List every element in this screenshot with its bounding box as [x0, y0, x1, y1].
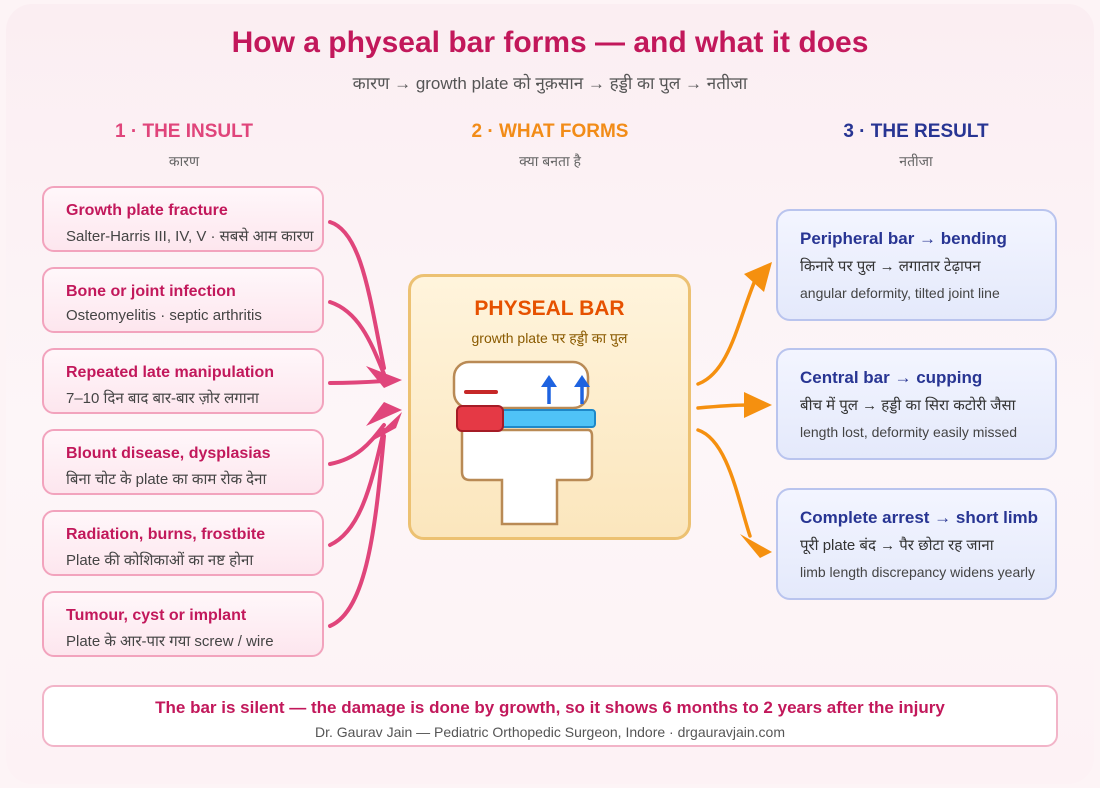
- insult-description: Osteomyelitis · septic arthritis: [66, 307, 262, 324]
- result-hindi-line: किनारे पर पुल → लगातार टेढ़ापन: [800, 258, 981, 275]
- footer-credit: Dr. Gaurav Jain — Pediatric Orthopedic S…: [314, 724, 785, 740]
- result-arrow-2: [696, 403, 750, 410]
- result-arrowhead: [740, 534, 772, 558]
- growth-plate-illustration: [452, 360, 596, 526]
- insult-description: Plate की कोशिकाओं का नष्ट होना: [66, 552, 254, 569]
- footer-note: The bar is silent — the damage is done b…: [42, 685, 1058, 747]
- result-arrowheads: [740, 262, 772, 558]
- insult-description: Salter-Harris III, IV, V · सबसे आम कारण: [66, 228, 314, 245]
- result-english-line: length lost, deformity easily missed: [800, 424, 1018, 440]
- insult-card-blount: Blount disease, dysplasias बिना चोट के p…: [42, 429, 324, 495]
- column-heading: 3 · THE RESULT: [843, 121, 989, 142]
- insult-card-manipulation: Repeated late manipulation 7–10 दिन बाद …: [42, 348, 324, 414]
- physeal-bar-card: PHYSEAL BAR growth plate पर हड्डी का पुल: [408, 274, 691, 540]
- result-title: Peripheral bar → bending: [800, 229, 1007, 248]
- insult-arrow-1: [328, 220, 386, 370]
- result-arrowhead: [744, 262, 772, 292]
- insult-arrow-6: [328, 434, 386, 628]
- footer-key-message: The bar is silent — the damage is done b…: [155, 698, 945, 717]
- metaphysis-shape: [460, 428, 594, 526]
- result-arrow-1: [696, 276, 758, 386]
- insult-arrowhead: [366, 366, 402, 388]
- column-subheading: क्या बनता है: [519, 153, 581, 169]
- insult-arrow-3: [328, 379, 386, 385]
- physeal-bar-block: [456, 405, 504, 432]
- column-subheading: नतीजा: [899, 153, 933, 169]
- column-heading: 2 · WHAT FORMS: [471, 121, 629, 142]
- column-header-result: 3 · THE RESULT नतीजा: [766, 121, 1066, 171]
- result-card-peripheral: Peripheral bar → bending किनारे पर पुल →…: [776, 209, 1057, 321]
- column-subheading: कारण: [168, 153, 200, 169]
- insult-arrow-5: [328, 428, 386, 547]
- page-subtitle: कारण → growth plate को नुक़सान → हड्डी क…: [352, 74, 748, 93]
- growth-arrow-icon: [541, 375, 590, 404]
- insult-title: Bone or joint infection: [66, 283, 236, 300]
- result-title: Central bar → cupping: [800, 368, 983, 387]
- insult-arrowhead: [370, 412, 402, 442]
- result-hindi-line: पूरी plate बंद → पैर छोटा रह जाना: [800, 537, 994, 554]
- physeal-bar-subtitle: growth plate पर हड्डी का पुल: [471, 330, 628, 346]
- insult-arrowhead: [366, 402, 402, 426]
- result-english-line: limb length discrepancy widens yearly: [800, 564, 1035, 580]
- result-arrowhead: [744, 392, 772, 418]
- insult-description: 7–10 दिन बाद बार-बार ज़ोर लगाना: [66, 390, 259, 407]
- insult-card-radiation: Radiation, burns, frostbite Plate की कोश…: [42, 510, 324, 576]
- insult-title: Radiation, burns, frostbite: [66, 526, 266, 543]
- insult-card-fracture: Growth plate fracture Salter-Harris III,…: [42, 186, 324, 252]
- epiphysis-shape: [452, 360, 590, 410]
- result-card-complete-arrest: Complete arrest → short limb पूरी plate …: [776, 488, 1057, 600]
- insult-title: Blount disease, dysplasias: [66, 445, 271, 462]
- column-header-what-forms: 2 · WHAT FORMS क्या बनता है: [400, 121, 700, 171]
- growth-plate-band: [497, 409, 596, 428]
- insult-arrow-4: [328, 423, 386, 466]
- column-heading: 1 · THE INSULT: [115, 121, 253, 142]
- physeal-bar-title: PHYSEAL BAR: [474, 297, 625, 320]
- insult-description: Plate के आर-पार गया screw / wire: [66, 633, 274, 650]
- insult-card-infection: Bone or joint infection Osteomyelitis · …: [42, 267, 324, 333]
- result-card-central: Central bar → cupping बीच में पुल → हड्ड…: [776, 348, 1057, 460]
- insult-title: Growth plate fracture: [66, 202, 228, 219]
- result-title: Complete arrest → short limb: [800, 508, 1039, 527]
- insult-title: Tumour, cyst or implant: [66, 607, 247, 624]
- result-english-line: angular deformity, tilted joint line: [800, 285, 1000, 301]
- insult-title: Repeated late manipulation: [66, 364, 275, 381]
- insult-arrow-2: [328, 300, 386, 376]
- insult-description: बिना चोट के plate का काम रोक देना: [66, 471, 267, 488]
- page-title: How a physeal bar forms — and what it do…: [231, 26, 869, 59]
- column-header-insult: 1 · THE INSULT कारण: [34, 121, 334, 171]
- result-hindi-line: बीच में पुल → हड्डी का सिरा कटोरी जैसा: [800, 397, 1016, 414]
- insult-arrows: [328, 220, 386, 628]
- insult-card-tumour: Tumour, cyst or implant Plate के आर-पार …: [42, 591, 324, 657]
- insult-arrowheads: [366, 366, 402, 442]
- result-arrow-3: [696, 428, 752, 538]
